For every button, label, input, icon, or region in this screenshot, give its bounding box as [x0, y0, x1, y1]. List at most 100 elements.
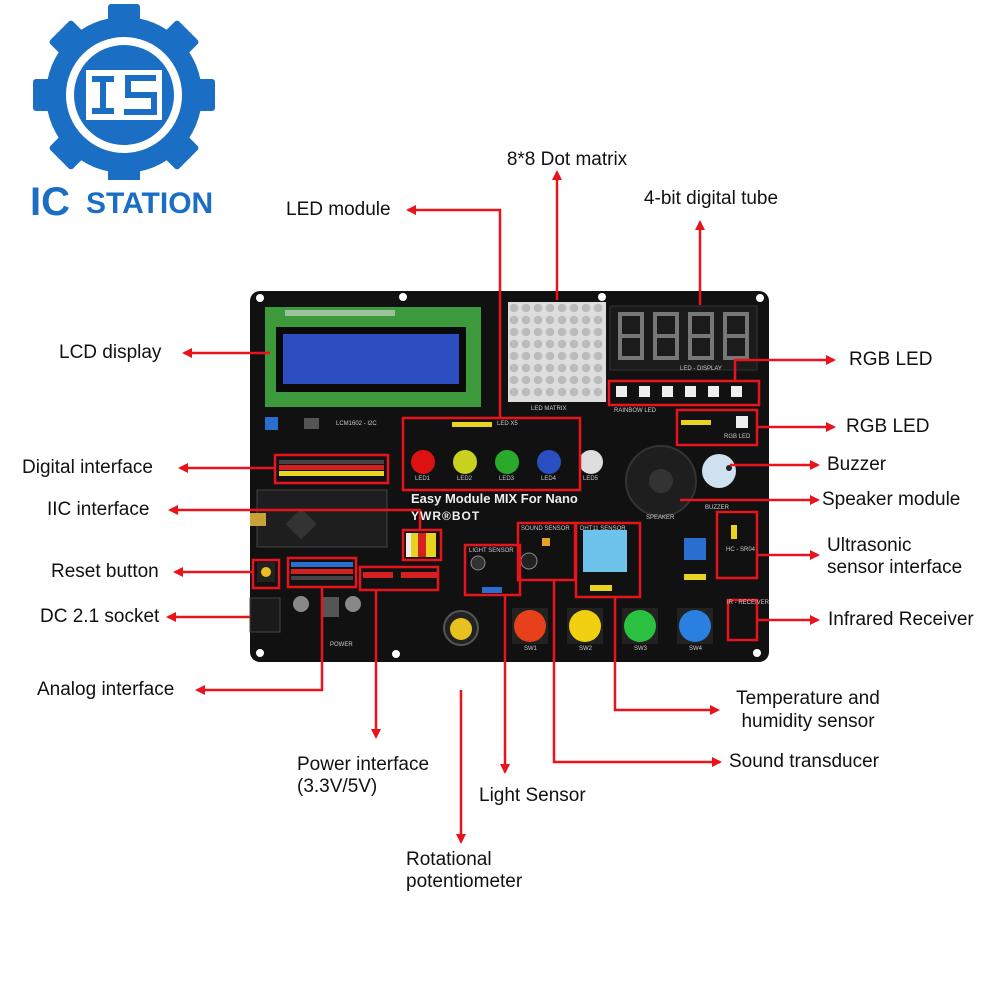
matrix-dot: [581, 303, 591, 313]
label-potentiometer-2: potentiometer: [406, 871, 523, 892]
matrix-dot: [509, 351, 519, 361]
rainbow-led: [685, 386, 696, 397]
silk-sw-4: SW4: [689, 646, 703, 652]
push-buttons: [512, 608, 713, 644]
matrix-dot: [521, 363, 531, 373]
ultrasonic-box: [715, 510, 759, 580]
matrix-dot: [521, 339, 531, 349]
matrix-dot: [509, 387, 519, 397]
label-temp-humidity-2: humidity sensor: [741, 711, 875, 732]
matrix-dot: [593, 351, 603, 361]
led-2: [453, 450, 477, 474]
led-module-arrow: [406, 205, 502, 418]
silk-led-matrix: LED MATRIX: [531, 406, 567, 412]
matrix-dot: [569, 315, 579, 325]
led-3: [495, 450, 519, 474]
rgb-led: [736, 416, 748, 428]
silk-sound-sensor: SOUND SENSOR: [521, 526, 570, 532]
matrix-dot: [581, 363, 591, 373]
push-button-3: [624, 610, 656, 642]
led-1: [411, 450, 435, 474]
icstation-gear-logo: [33, 4, 215, 186]
matrix-dot: [533, 387, 543, 397]
matrix-dot: [557, 303, 567, 313]
push-button-4: [679, 610, 711, 642]
matrix-dot: [569, 327, 579, 337]
rainbow-led: [708, 386, 719, 397]
matrix-dot: [509, 339, 519, 349]
iic-arrow: [168, 505, 422, 530]
label-led-module: LED module: [286, 199, 391, 220]
matrix-dot: [545, 375, 555, 385]
matrix-dot: [569, 387, 579, 397]
rainbow-led: [731, 386, 742, 397]
silk-led-x5: LED X5: [497, 421, 518, 427]
matrix-dot: [581, 351, 591, 361]
matrix-dot: [593, 339, 603, 349]
matrix-dot: [545, 339, 555, 349]
matrix-dot: [557, 363, 567, 373]
label-infrared-receiver: Infrared Receiver: [828, 609, 974, 630]
matrix-dot: [533, 303, 543, 313]
silk-lcd: LCM1602 - I2C: [336, 421, 377, 427]
matrix-dot: [521, 303, 531, 313]
matrix-dot: [533, 339, 543, 349]
switch: [304, 418, 319, 429]
matrix-dot: [569, 351, 579, 361]
matrix-dot: [593, 363, 603, 373]
label-rgb-led-1: RGB LED: [849, 349, 933, 370]
silk-led-3: LED3: [499, 476, 515, 482]
led-row: [411, 450, 603, 474]
matrix-dot: [557, 387, 567, 397]
label-power-interface-1: Power interface: [297, 754, 430, 775]
label-lcd-display: LCD display: [59, 342, 162, 363]
matrix-dot: [593, 387, 603, 397]
led-4: [537, 450, 561, 474]
matrix-dot: [593, 327, 603, 337]
matrix-dot: [545, 327, 555, 337]
digital-tube: [609, 305, 758, 371]
matrix-dot: [533, 375, 543, 385]
temp-humidity-arrow: [613, 597, 720, 715]
reset-button[interactable]: [261, 567, 271, 577]
matrix-dot: [509, 327, 519, 337]
matrix-dot: [557, 339, 567, 349]
matrix-dot: [581, 327, 591, 337]
silk-light-sensor: LIGHT SENSOR: [469, 548, 514, 554]
matrix-dot: [509, 363, 519, 373]
silk-rainbow-led: RAINBOW LED: [614, 408, 657, 414]
rainbow-led: [639, 386, 650, 397]
push-button-2: [569, 610, 601, 642]
silk-hc-sr04: HC - SR04: [726, 547, 756, 553]
label-ultrasonic-1: Ultrasonic: [827, 535, 912, 556]
matrix-dot: [569, 363, 579, 373]
silk-sw-2: SW2: [579, 646, 593, 652]
silk-rgb-led: RGB LED: [724, 434, 751, 440]
matrix-dot: [533, 315, 543, 325]
matrix-dot: [569, 303, 579, 313]
silk-led-5: LED5: [583, 476, 599, 482]
dot-matrix: [508, 302, 606, 402]
logo-text-ic: IC: [30, 180, 70, 224]
silk-led-1: LED1: [415, 476, 431, 482]
matrix-dot: [569, 375, 579, 385]
label-digital-tube: 4-bit digital tube: [643, 188, 779, 209]
reset-box: [251, 558, 281, 590]
label-speaker-module: Speaker module: [822, 489, 961, 510]
digit-segment: [723, 312, 749, 360]
silk-led-4: LED4: [541, 476, 557, 482]
label-temp-humidity-1: Temperature and: [736, 688, 880, 709]
matrix-dot: [593, 375, 603, 385]
logo-text-station: STATION: [86, 187, 213, 220]
light-sensor-box: [463, 543, 522, 597]
label-ultrasonic-2: sensor interface: [827, 557, 963, 578]
matrix-dot: [557, 327, 567, 337]
matrix-dot: [581, 339, 591, 349]
matrix-dot: [545, 303, 555, 313]
digit-segment: [653, 312, 679, 360]
rainbow-led-box: [607, 379, 761, 407]
rainbow-led-strip: [616, 386, 742, 397]
matrix-dot: [521, 351, 531, 361]
label-rgb-led-2: RGB LED: [846, 416, 930, 437]
lcd-contrast-pot: [265, 417, 278, 430]
